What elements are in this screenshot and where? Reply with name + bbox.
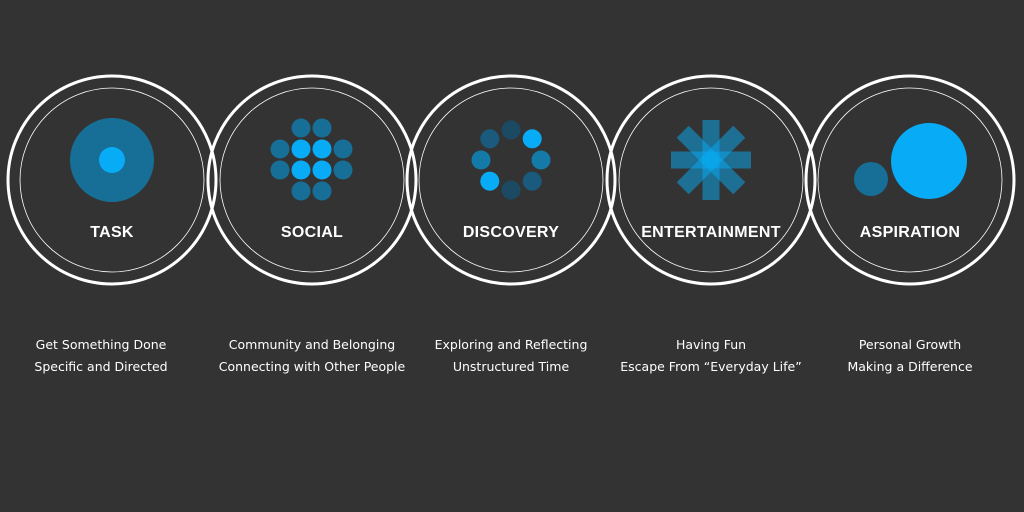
- ring-dot: [480, 129, 500, 149]
- grid-dot: [333, 160, 353, 180]
- ring-dot: [471, 150, 491, 170]
- outer-ring-aspiration: [804, 74, 1016, 286]
- asterisk-icon: [671, 120, 751, 200]
- inner-ring-discovery: [418, 87, 604, 273]
- title-social: SOCIAL: [281, 224, 343, 241]
- desc-social-2: Connecting with Other People: [219, 359, 406, 374]
- target-center: [99, 147, 125, 173]
- ring-dot: [501, 120, 521, 140]
- grid-dot: [312, 160, 332, 180]
- ring-dot: [522, 171, 542, 191]
- rings: [6, 74, 1016, 286]
- title-entertainment: ENTERTAINMENT: [641, 224, 781, 241]
- grid-dot: [291, 160, 311, 180]
- inner-ring-aspiration: [817, 87, 1003, 273]
- title-aspiration: ASPIRATION: [860, 224, 960, 241]
- asterisk-bar: [676, 125, 746, 195]
- growing-circles-icon: [854, 123, 967, 199]
- grid-dot: [291, 118, 311, 138]
- dot-ring-icon: [471, 120, 551, 200]
- grid-dot: [270, 160, 290, 180]
- ring-dot: [531, 150, 551, 170]
- inner-ring-entertainment: [618, 87, 804, 273]
- grid-dot: [333, 139, 353, 159]
- inner-ring-task: [19, 87, 205, 273]
- outer-ring-task: [6, 74, 218, 286]
- title-task: TASK: [90, 224, 134, 241]
- large-circle: [891, 123, 967, 199]
- grid-dot: [291, 181, 311, 201]
- ring-dot: [480, 171, 500, 191]
- ring-dot: [501, 180, 521, 200]
- grid-dot: [291, 139, 311, 159]
- grid-dot: [312, 181, 332, 201]
- desc-discovery-1: Exploring and Reflecting: [435, 337, 588, 352]
- desc-entertainment-1: Having Fun: [676, 337, 746, 352]
- desc-task-1: Get Something Done: [36, 337, 167, 352]
- desc-task-2: Specific and Directed: [34, 359, 167, 374]
- labels: TASK SOCIAL DISCOVERY ENTERTAINMENT ASPI…: [34, 224, 972, 374]
- icons: [70, 118, 967, 202]
- target-icon: [70, 118, 154, 202]
- inner-ring-social: [219, 87, 405, 273]
- outer-ring-discovery: [405, 74, 617, 286]
- desc-social-1: Community and Belonging: [229, 337, 395, 352]
- grid-dot: [270, 139, 290, 159]
- title-discovery: DISCOVERY: [463, 224, 559, 241]
- small-circle: [854, 162, 888, 196]
- desc-entertainment-2: Escape From “Everyday Life”: [620, 359, 801, 374]
- outer-ring-entertainment: [605, 74, 817, 286]
- desc-discovery-2: Unstructured Time: [453, 359, 570, 374]
- dot-grid-icon: [270, 118, 353, 201]
- desc-aspiration-2: Making a Difference: [847, 359, 972, 374]
- outer-ring-social: [206, 74, 418, 286]
- desc-aspiration-1: Personal Growth: [859, 337, 961, 352]
- grid-dot: [312, 118, 332, 138]
- ring-dot: [522, 129, 542, 149]
- grid-dot: [312, 139, 332, 159]
